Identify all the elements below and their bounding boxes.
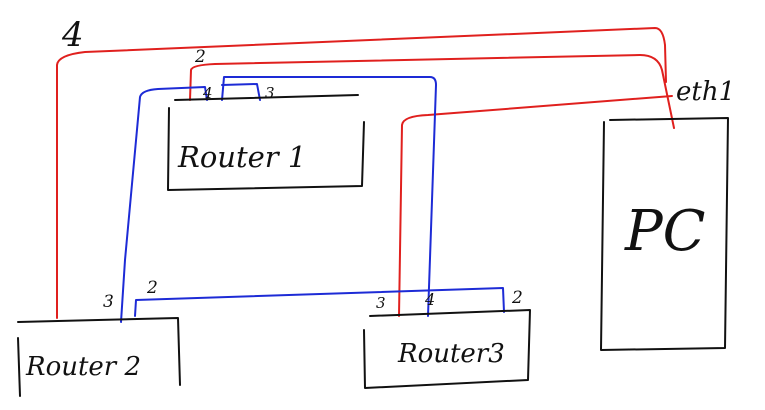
pc-box	[600, 117, 729, 351]
red-link-router1-port2-to-pc	[189, 54, 675, 129]
router3-label: Router3	[397, 339, 505, 369]
port-label-router1-4: 4	[202, 84, 213, 102]
blue-link-router1-to-router3-port4	[221, 76, 437, 317]
red-link-router3-port3-to-pc	[398, 95, 673, 317]
port-label-router3-3: 3	[376, 294, 386, 312]
pc-label: PC	[624, 199, 706, 264]
port-label-router2-4: 4	[61, 15, 84, 55]
port-label-router2-3: 3	[103, 292, 114, 312]
router2-box	[17, 317, 181, 397]
port-label-router3-2: 2	[511, 288, 523, 308]
port-label-pc-eth1: eth1	[676, 77, 735, 107]
port-label-router1-2: 2	[194, 47, 206, 67]
router1-label: Router 1	[177, 140, 306, 174]
router3-box	[363, 309, 531, 389]
blue-link-router2-port3-to-router1	[120, 86, 208, 323]
port-label-router2-2: 2	[146, 278, 158, 298]
red-link-router2-port4-to-pc	[56, 27, 667, 319]
router2-label: Router 2	[25, 352, 141, 382]
blue-link-router1-port3	[221, 83, 261, 101]
blue-link-router2-port2-to-router3-port2	[134, 287, 505, 317]
port-label-router3-4: 4	[424, 290, 435, 309]
port-label-router1-3: 3	[265, 84, 275, 102]
router1-box	[167, 94, 365, 191]
